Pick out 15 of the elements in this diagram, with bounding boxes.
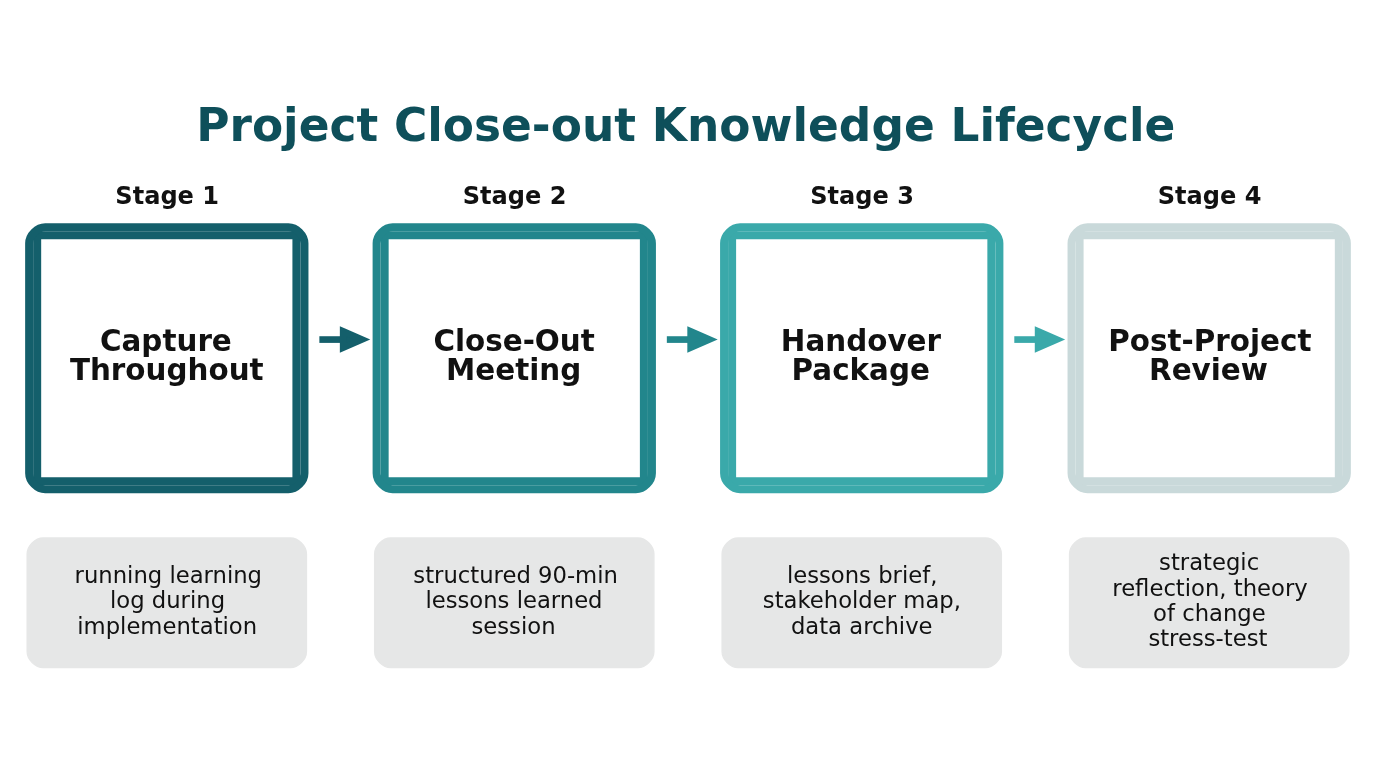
node-box: Post-Project Review: [1067, 223, 1351, 494]
node-label: Stage 1: [115, 181, 220, 210]
node-box: strategic reflection, theory of change stress-test: [1068, 537, 1350, 669]
node-label: Stage 4: [1157, 181, 1262, 210]
node-box: structured 90-min lessons learned session: [373, 537, 655, 669]
node-box: Close-Out Meeting: [372, 223, 656, 494]
node-label: Stage 3: [810, 181, 914, 210]
node-box: lessons brief, stakeholder map, data archive: [721, 537, 1003, 669]
node-box: Capture Throughout: [25, 223, 309, 494]
arrow: [319, 326, 371, 353]
arrow: [666, 326, 718, 353]
node-box: running learning log during implementation: [26, 537, 308, 669]
node-box: Handover Package: [720, 223, 1004, 494]
diagram-title: Project Close-out Knowledge Lifecycle: [196, 98, 1176, 152]
node-label: Stage 2: [462, 181, 567, 210]
